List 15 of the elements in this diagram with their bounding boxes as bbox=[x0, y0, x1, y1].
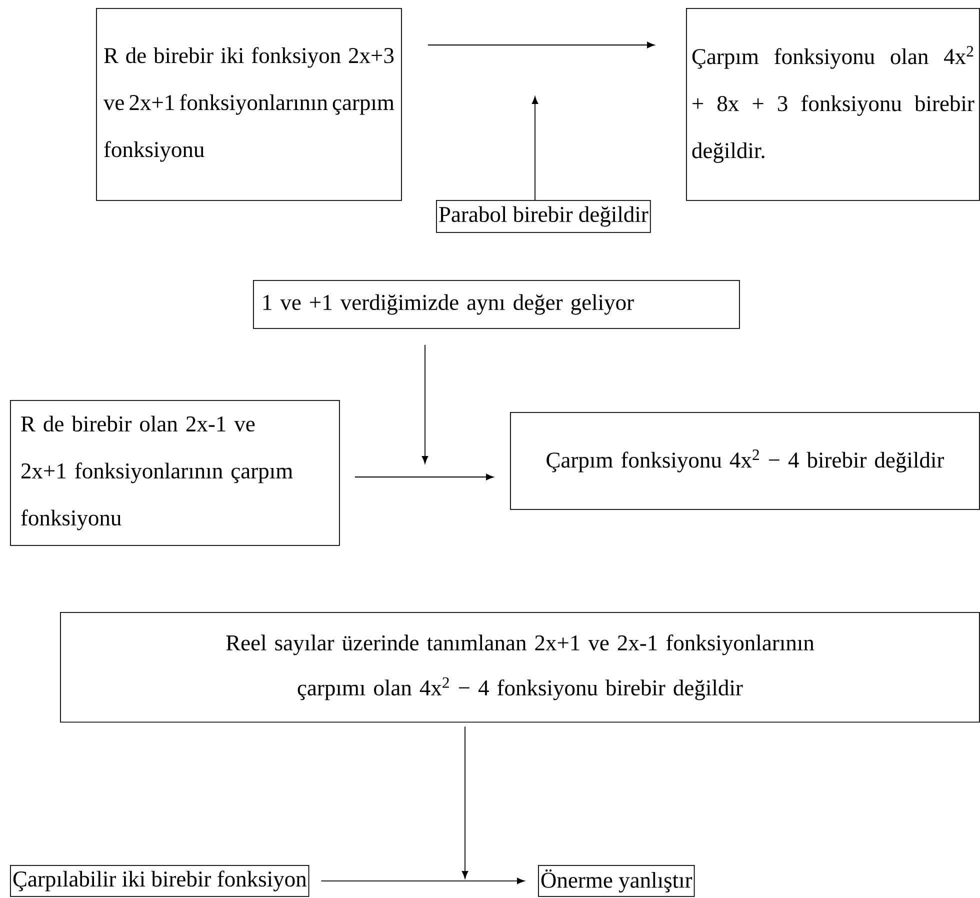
text-box: Reel sayılar üzerinde tanımlanan 2x+1 ve 2x-1 fonksiyonlarının çarpımı olan 4x$^{2}$ − 4 fonksiyonu birebir değildir bbox=[60, 612, 980, 723]
arrow bbox=[462, 726, 468, 879]
text-box: 1 ve +1 verdiğimizde aynı değer geliyor bbox=[253, 280, 740, 329]
arrow bbox=[427, 42, 655, 48]
arrow bbox=[320, 878, 525, 884]
arrow bbox=[532, 96, 538, 200]
text-box: Çarpım fonksiyonu olan 4x$^{2}$ + 8x + 3 fonksiyonu birebir değildir. bbox=[686, 8, 980, 201]
text-box: Parabol birebir değildir bbox=[436, 200, 651, 233]
arrow bbox=[354, 474, 494, 480]
text-box: R de birebir iki fonksiyon 2x+3 ve 2x+1 fonksiyonlarının çarpım fonksiyonu bbox=[96, 8, 402, 201]
text-box: Çarpım fonksiyonu 4x$^{2}$ − 4 birebir değildir bbox=[510, 412, 980, 510]
text-box: Önerme yanlıştır bbox=[538, 865, 695, 897]
arrow bbox=[422, 344, 428, 464]
text-box: Çarpılabilir iki birebir fonksiyon bbox=[10, 865, 310, 897]
text-box: R de birebir olan 2x-1 ve 2x+1 fonksiyonlarının çarpım fonksiyonu bbox=[10, 400, 340, 546]
